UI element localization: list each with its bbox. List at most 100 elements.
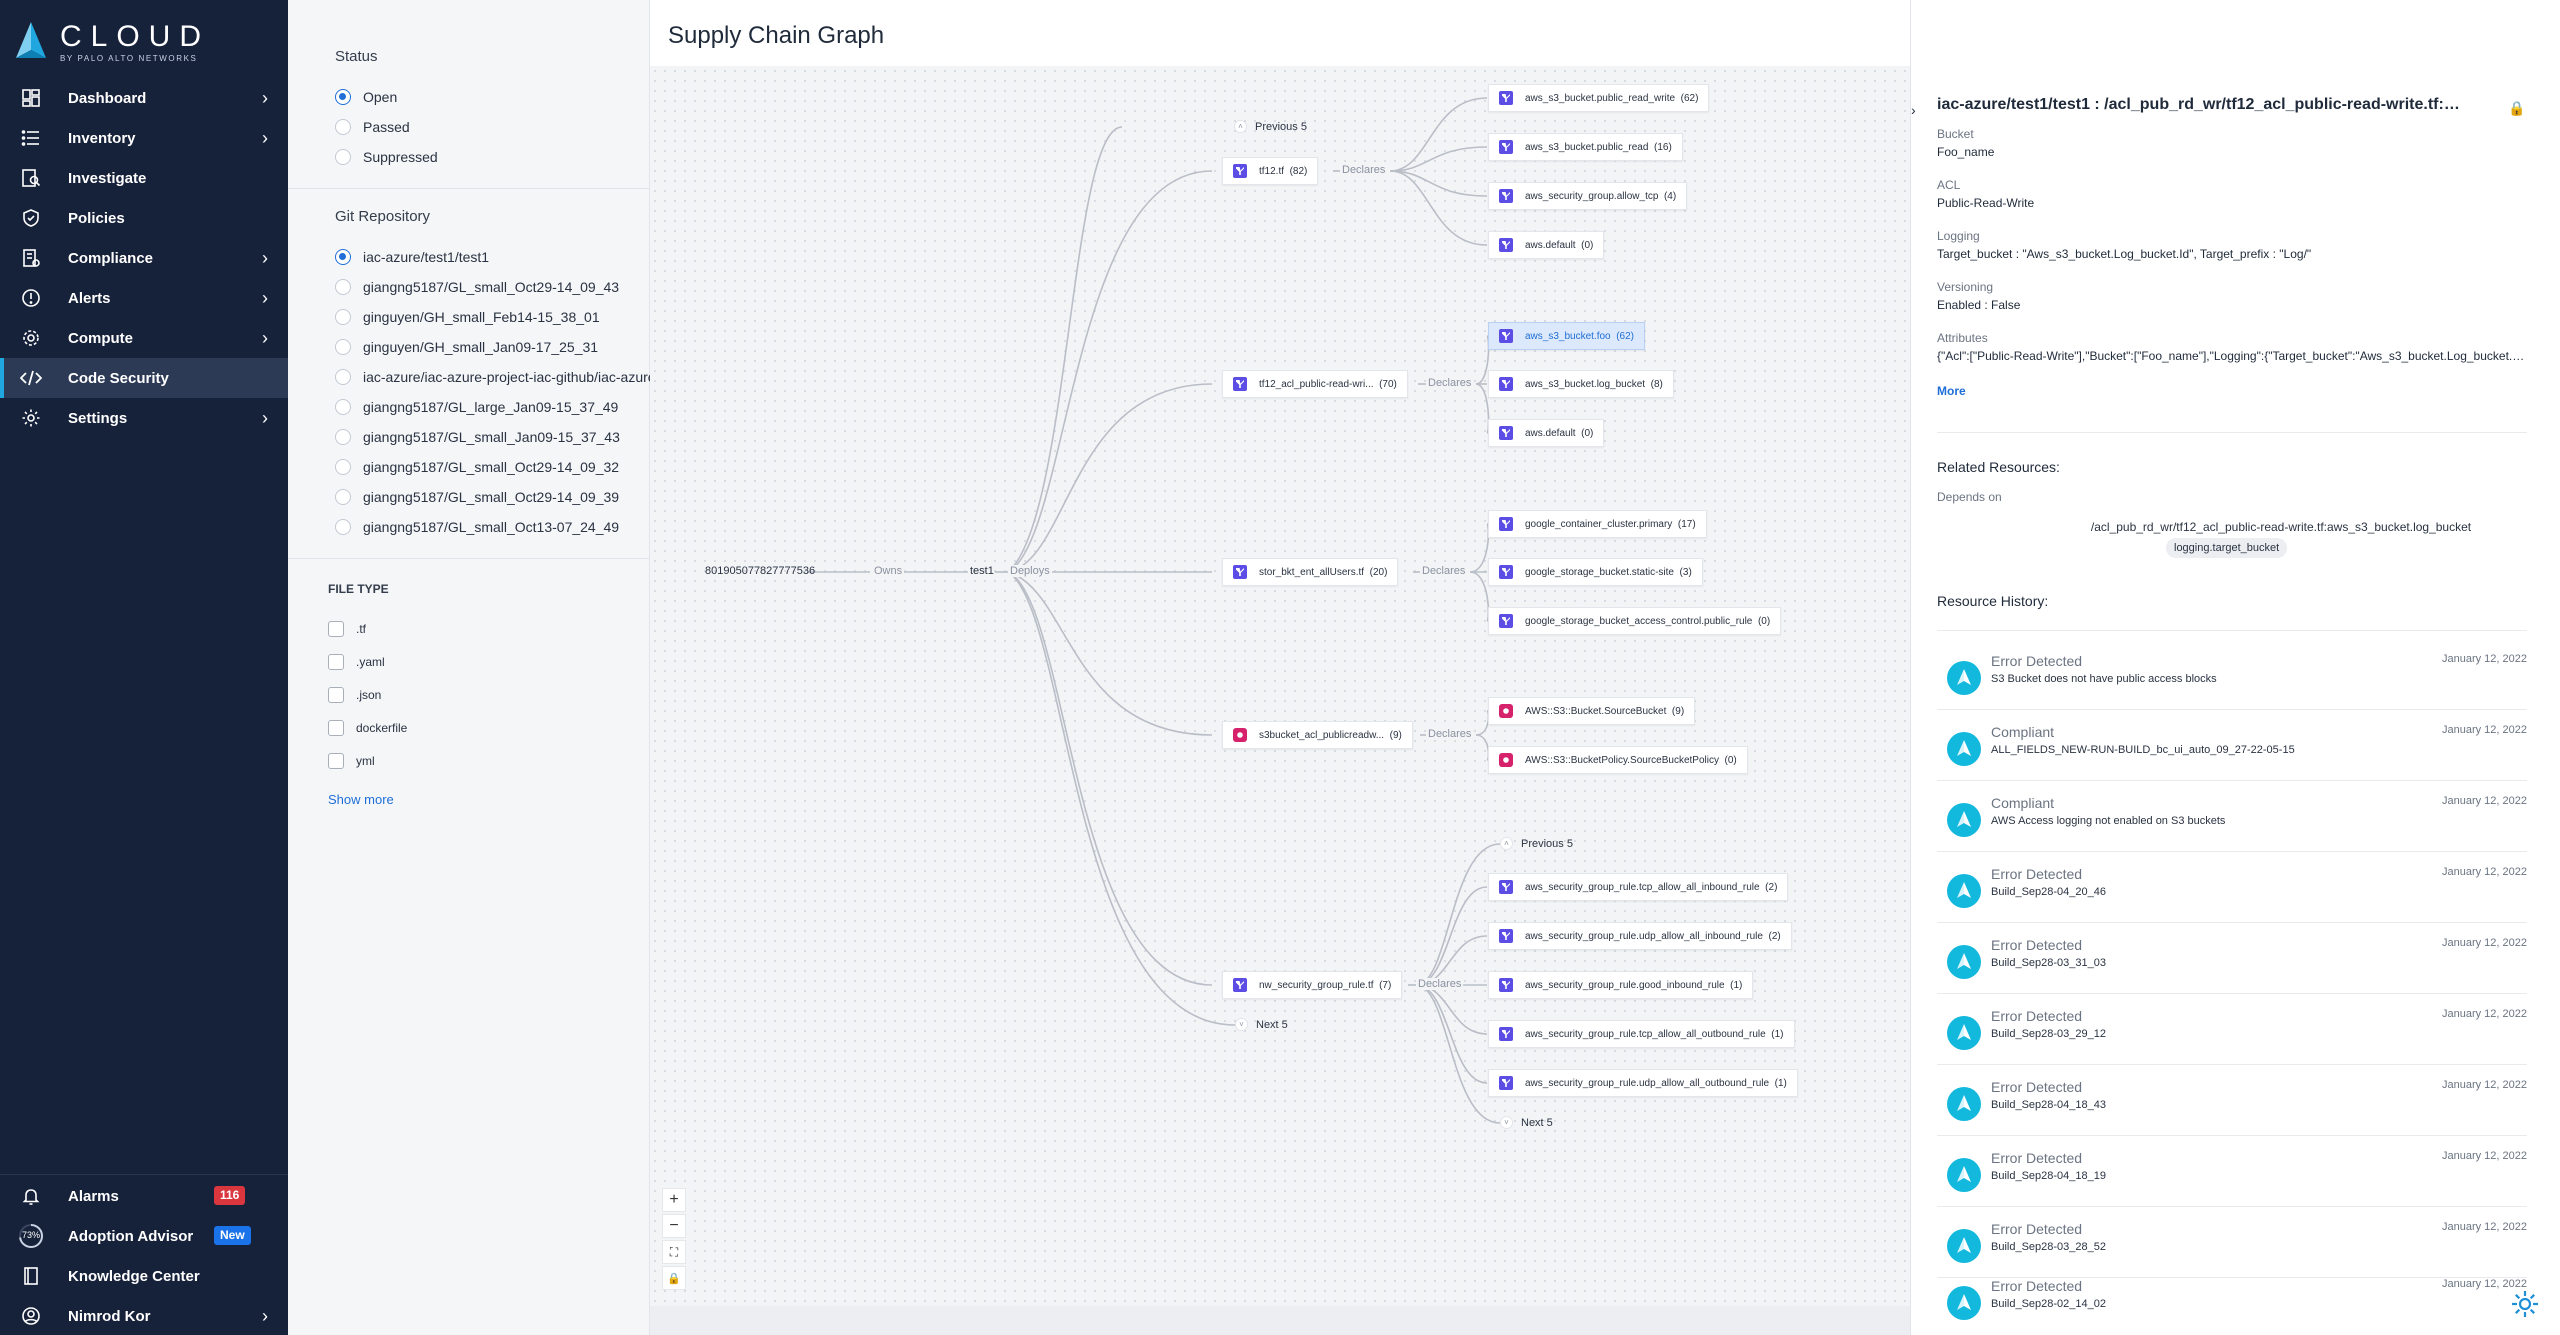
- graph-canvas[interactable]: [650, 66, 1910, 1306]
- checkbox[interactable]: [328, 753, 344, 769]
- nav-item-knowledge-center[interactable]: Knowledge Center: [0, 1256, 288, 1296]
- repo-option[interactable]: giangng5187/GL_small_Oct29-14_09_32: [335, 456, 619, 478]
- nav-item-investigate[interactable]: Investigate: [0, 158, 288, 198]
- status-option-passed[interactable]: Passed: [335, 116, 410, 138]
- resource-node[interactable]: aws.default (0): [1488, 419, 1605, 447]
- repo-option[interactable]: giangng5187/GL_small_Jan09-15_37_43: [335, 426, 620, 448]
- repo-option[interactable]: giangng5187/GL_small_Oct29-14_09_43: [335, 276, 619, 298]
- file-node[interactable]: tf12.tf (82): [1222, 157, 1319, 185]
- radio-button[interactable]: [335, 489, 351, 505]
- file-node[interactable]: s3bucket_acl_publicreadw... (9): [1222, 721, 1413, 749]
- repo-option[interactable]: iac-azure/iac-azure-project-iac-github/i…: [335, 366, 650, 388]
- filetype-option[interactable]: dockerfile: [328, 717, 407, 739]
- nav-item-code-security[interactable]: Code Security: [0, 358, 288, 398]
- radio-button[interactable]: [335, 399, 351, 415]
- brand-logo[interactable]: CLOUD BY PALO ALTO NETWORKS: [14, 20, 210, 64]
- checkbox[interactable]: [328, 720, 344, 736]
- radio-button[interactable]: [335, 89, 351, 105]
- filetype-option[interactable]: yml: [328, 750, 375, 772]
- repo-node[interactable]: test1: [970, 565, 994, 577]
- repo-option[interactable]: ginguyen/GH_small_Jan09-17_25_31: [335, 336, 598, 358]
- more-link[interactable]: More: [1937, 384, 1966, 398]
- resource-node[interactable]: google_storage_bucket.static-site (3): [1488, 558, 1703, 586]
- nav-item-inventory[interactable]: Inventory ›: [0, 118, 288, 158]
- resource-node[interactable]: aws_security_group_rule.tcp_allow_all_in…: [1488, 873, 1789, 901]
- checkbox[interactable]: [328, 687, 344, 703]
- account-node[interactable]: 801905077827777536: [705, 565, 816, 577]
- lock-view-button[interactable]: 🔒: [662, 1266, 686, 1290]
- filetype-option[interactable]: .yaml: [328, 651, 385, 673]
- nav-item-alerts[interactable]: Alerts ›: [0, 278, 288, 318]
- repo-option[interactable]: ginguyen/GH_small_Feb14-15_38_01: [335, 306, 600, 328]
- nav-item-compliance[interactable]: Compliance ›: [0, 238, 288, 278]
- next-page-button[interactable]: ˅Next 5: [1500, 1116, 1553, 1129]
- nav-item-dashboard[interactable]: Dashboard ›: [0, 78, 288, 118]
- filetype-option[interactable]: .tf: [328, 618, 366, 640]
- radio-button[interactable]: [335, 429, 351, 445]
- file-node[interactable]: tf12_acl_public-read-wri... (70): [1222, 370, 1408, 398]
- nav-item-adoption-advisor[interactable]: 73% Adoption Advisor New: [0, 1216, 288, 1256]
- nav-item-settings[interactable]: Settings ›: [0, 398, 288, 438]
- repo-option[interactable]: giangng5187/GL_small_Oct29-14_09_39: [335, 486, 619, 508]
- resource-node-selected[interactable]: aws_s3_bucket.foo (62): [1488, 322, 1645, 350]
- radio-button[interactable]: [335, 309, 351, 325]
- zoom-in-button[interactable]: +: [662, 1188, 686, 1212]
- previous-page-button[interactable]: ˄Previous 5: [1234, 120, 1307, 133]
- zoom-out-button[interactable]: −: [662, 1214, 686, 1238]
- resource-node[interactable]: aws_s3_bucket.public_read (16): [1488, 133, 1683, 161]
- resource-node[interactable]: aws_security_group.allow_tcp (4): [1488, 182, 1688, 210]
- status-option-suppressed[interactable]: Suppressed: [335, 146, 438, 168]
- resource-node[interactable]: aws_s3_bucket.log_bucket (8): [1488, 370, 1674, 398]
- status-option-open[interactable]: Open: [335, 86, 397, 108]
- resource-node[interactable]: AWS::S3::Bucket.SourceBucket (9): [1488, 697, 1696, 725]
- repo-option[interactable]: iac-azure/test1/test1: [335, 246, 489, 268]
- lock-icon[interactable]: 🔒: [2508, 100, 2526, 116]
- resource-node[interactable]: aws_security_group_rule.udp_allow_all_in…: [1488, 922, 1792, 950]
- resource-node[interactable]: AWS::S3::BucketPolicy.SourceBucketPolicy…: [1488, 746, 1748, 774]
- radio-button[interactable]: [335, 519, 351, 535]
- file-node[interactable]: stor_bkt_ent_allUsers.tf (20): [1222, 558, 1399, 586]
- resource-node[interactable]: google_storage_bucket_access_control.pub…: [1488, 607, 1782, 635]
- settings-gear-button[interactable]: [2509, 1288, 2541, 1320]
- resource-node[interactable]: aws_security_group_rule.good_inbound_rul…: [1488, 971, 1754, 999]
- nav-item-compute[interactable]: Compute ›: [0, 318, 288, 358]
- filetype-option[interactable]: .json: [328, 684, 381, 706]
- resource-node[interactable]: aws_security_group_rule.udp_allow_all_ou…: [1488, 1069, 1798, 1097]
- radio-button[interactable]: [335, 249, 351, 265]
- fit-view-button[interactable]: ⛶: [662, 1240, 686, 1264]
- resource-node[interactable]: aws_s3_bucket.public_read_write (62): [1488, 84, 1710, 112]
- expand-panel-button[interactable]: ›: [1911, 102, 1916, 118]
- radio-button[interactable]: [335, 279, 351, 295]
- nav-item-user[interactable]: Nimrod Kor ›: [0, 1296, 288, 1335]
- radio-button[interactable]: [335, 119, 351, 135]
- repo-option[interactable]: giangng5187/GL_large_Jan09-15_37_49: [335, 396, 618, 418]
- resource-node[interactable]: aws.default (0): [1488, 231, 1605, 259]
- checkbox[interactable]: [328, 654, 344, 670]
- show-more-link[interactable]: Show more: [328, 792, 394, 807]
- resource-node[interactable]: google_container_cluster.primary (17): [1488, 510, 1707, 538]
- radio-button[interactable]: [335, 459, 351, 475]
- dependency-path[interactable]: /acl_pub_rd_wr/tf12_acl_public-read-writ…: [2090, 520, 2472, 534]
- checkbox[interactable]: [328, 621, 344, 637]
- previous-page-button[interactable]: ˄Previous 5: [1500, 837, 1573, 850]
- radio-button[interactable]: [335, 339, 351, 355]
- radio-button[interactable]: [335, 369, 351, 385]
- file-node[interactable]: nw_security_group_rule.tf (7): [1222, 971, 1403, 999]
- radio-button[interactable]: [335, 149, 351, 165]
- nav-item-alarms[interactable]: Alarms 116: [0, 1176, 288, 1216]
- nav-item-policies[interactable]: Policies: [0, 198, 288, 238]
- next-page-button[interactable]: ˅Next 5: [1235, 1018, 1288, 1031]
- repo-option[interactable]: giangng5187/GL_small_Oct13-07_24_49: [335, 516, 619, 538]
- prisma-logo-icon: [1947, 732, 1981, 766]
- resource-node[interactable]: aws_security_group_rule.tcp_allow_all_ou…: [1488, 1020, 1795, 1048]
